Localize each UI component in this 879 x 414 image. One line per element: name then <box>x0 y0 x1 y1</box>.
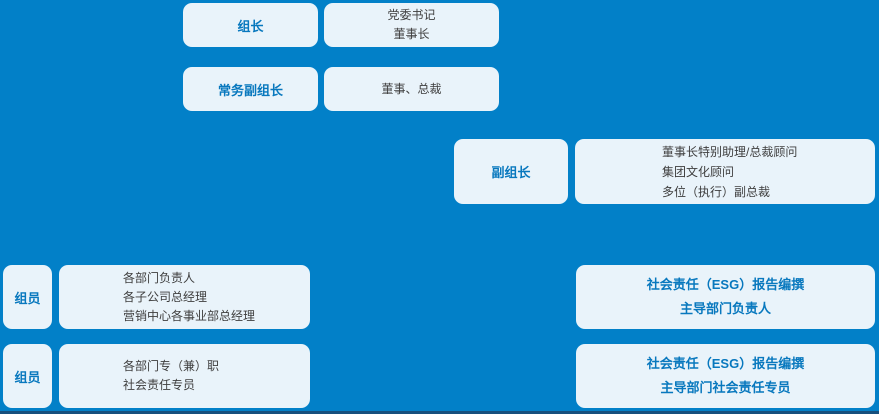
deputy-holder-line: 董事长特别助理/总裁顾问 <box>662 144 798 159</box>
esg-report-lead-department-box: 社会责任（ESG）报告编撰 主导部门负责人 <box>576 265 875 329</box>
members-2-holder-line: 社会责任专员 <box>123 378 196 392</box>
members-1-holder-line: 各部门负责人 <box>123 270 196 285</box>
role-label-members-1: 组员 <box>14 290 41 306</box>
role-box-executive-deputy-leader: 常务副组长 <box>183 67 318 111</box>
detail-box-members-1: 各部门负责人 各子公司总经理 营销中心各事业部总经理 <box>59 265 310 329</box>
members-1-holder-line: 各子公司总经理 <box>123 289 208 304</box>
esg-report-specialist-box: 社会责任（ESG）报告编撰 主导部门社会责任专员 <box>576 344 875 408</box>
deputy-holder-line: 多位（执行）副总裁 <box>662 184 771 199</box>
detail-box-executive-deputy-leader: 董事、总裁 <box>324 67 499 111</box>
detail-box-deputy-leader: 董事长特别助理/总裁顾问 集团文化顾问 多位（执行）副总裁 <box>575 139 875 204</box>
role-box-deputy-leader: 副组长 <box>454 139 568 204</box>
esg-lead-department-line: 社会责任（ESG）报告编撰 <box>646 277 805 292</box>
role-label-leader: 组长 <box>237 18 264 34</box>
detail-box-leader: 党委书记 董事长 <box>324 3 499 47</box>
esg-specialist-line: 社会责任（ESG）报告编撰 <box>646 356 805 371</box>
role-box-members-2: 组员 <box>3 344 52 408</box>
role-box-members-1: 组员 <box>3 265 52 329</box>
executive-deputy-holder-line: 董事、总裁 <box>381 81 442 96</box>
esg-lead-department-line: 主导部门负责人 <box>679 301 771 316</box>
bottom-edge-line <box>0 411 879 414</box>
members-1-holder-line: 营销中心各事业部总经理 <box>123 308 256 323</box>
leader-holder-line: 党委书记 <box>387 8 436 22</box>
role-label-executive-deputy-leader: 常务副组长 <box>217 82 283 98</box>
leader-holder-line: 董事长 <box>393 27 430 41</box>
deputy-holder-line: 集团文化顾问 <box>662 164 735 179</box>
esg-specialist-line: 主导部门社会责任专员 <box>660 380 791 395</box>
detail-box-members-2: 各部门专（兼）职 社会责任专员 <box>59 344 310 408</box>
role-label-deputy-leader: 副组长 <box>491 165 531 180</box>
role-label-members-2: 组员 <box>14 369 41 385</box>
members-2-holder-line: 各部门专（兼）职 <box>123 359 220 373</box>
role-box-leader: 组长 <box>183 3 318 47</box>
